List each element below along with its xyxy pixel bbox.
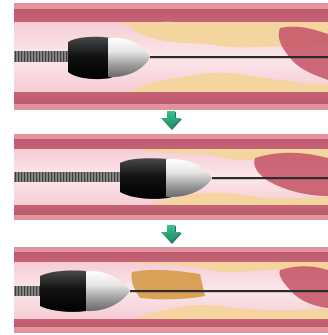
vessel-outer-bottom <box>14 215 328 220</box>
vessel-outer-top <box>14 134 328 139</box>
vessel-outer-bottom <box>14 327 328 333</box>
catheter-black-housing <box>120 158 172 199</box>
catheter-shaft <box>14 172 122 182</box>
panel-stage-1 <box>14 3 328 110</box>
catheter-black-housing <box>40 271 92 312</box>
vessel-outer-top <box>14 247 328 252</box>
plaque-debris <box>131 270 205 299</box>
panel-stage-2 <box>14 134 328 220</box>
panel-stage-3 <box>14 247 328 333</box>
catheter-shaft <box>14 286 44 296</box>
catheter-shaft <box>14 51 70 62</box>
arrow-down-icon <box>161 111 182 130</box>
guidewire <box>212 177 328 179</box>
guidewire <box>130 290 328 292</box>
arrow-down-icon <box>161 225 182 244</box>
vessel-outer-top <box>14 3 328 9</box>
vessel-outer-bottom <box>14 104 328 110</box>
guidewire <box>150 56 328 58</box>
